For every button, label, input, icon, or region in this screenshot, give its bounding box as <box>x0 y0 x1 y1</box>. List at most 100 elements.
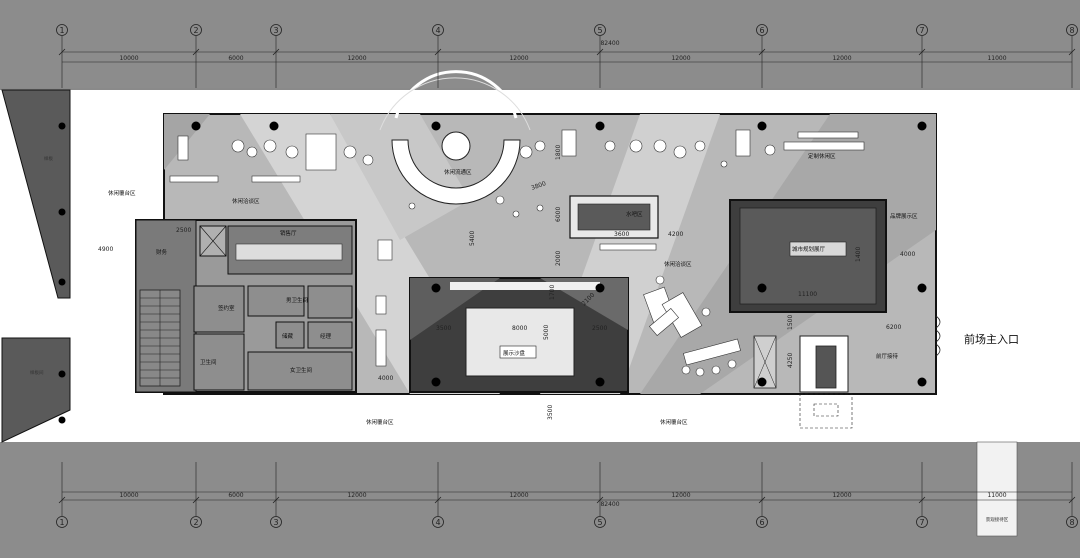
dim-text: 1700 <box>549 285 556 300</box>
dim-text: 11100 <box>798 291 817 298</box>
axis-bubble-top <box>756 24 768 36</box>
dim-tick <box>192 48 200 56</box>
room-label: 经理 <box>320 332 332 340</box>
dim-tick <box>434 48 442 56</box>
room-label: 男卫生间 <box>286 296 308 304</box>
dim-tick <box>596 48 604 56</box>
mens-room <box>247 285 305 317</box>
axis-bubble-bottom <box>1066 516 1078 528</box>
left-block-bottom-label: 样板间 <box>30 369 44 376</box>
room-label: 储藏 <box>282 332 294 340</box>
dim-text: 3500 <box>547 405 554 420</box>
room-label: 财务 <box>156 248 168 256</box>
dim-text: 2000 <box>555 251 562 266</box>
column <box>58 122 66 130</box>
axis-label-top: 6 <box>759 26 764 35</box>
axis-bubble-top <box>432 24 444 36</box>
dim-tick <box>58 48 66 56</box>
axis-bubble-top <box>916 24 928 36</box>
dim-text: 4000 <box>900 251 915 258</box>
axis-label-bottom: 4 <box>435 518 440 527</box>
inner-dimensions: 2500 4900 4000 8000 3500 5000 1700 2100 … <box>98 145 915 420</box>
room-label: 前厅接待 <box>876 352 899 360</box>
dim-tick <box>758 496 766 504</box>
axis-label-top: 3 <box>273 26 278 35</box>
column <box>58 370 66 378</box>
dim-tick <box>272 496 280 504</box>
top-dimension: 12000 <box>347 55 366 62</box>
room-label: 城市规划展厅 <box>792 245 826 253</box>
column <box>58 416 66 424</box>
axis-bubble-bottom <box>190 516 202 528</box>
dim-text: 4200 <box>668 231 683 238</box>
room-label: 水吧区 <box>626 210 643 218</box>
room-label: 签约室 <box>218 304 235 312</box>
light-wedge <box>410 278 500 340</box>
footnote-label: 景观接待区 <box>986 516 1009 523</box>
entrance-label: 前场主入口 <box>964 332 1019 346</box>
dim-text: 4900 <box>98 246 113 253</box>
screen-wall <box>450 282 600 290</box>
stairs <box>139 289 181 387</box>
axis-bubble-top <box>270 24 282 36</box>
dim-text: 5000 <box>543 325 550 340</box>
axis-bubble-bottom <box>432 516 444 528</box>
bottom-dimension: 12000 <box>671 492 690 499</box>
axis-bubble-bottom <box>916 516 928 528</box>
reception-desk <box>753 335 853 429</box>
dim-text: 1800 <box>555 145 562 160</box>
dim-text: 8000 <box>512 325 527 332</box>
room-label: 休闲覆台区 <box>660 418 688 426</box>
room-label: 休闲覆台区 <box>366 418 394 426</box>
entrance-door <box>935 315 941 357</box>
bottom-dimension: 12000 <box>509 492 528 499</box>
room-label: 卫生间 <box>200 358 217 366</box>
dim-text: 6000 <box>555 207 562 222</box>
dim-text: 1500 <box>787 315 794 330</box>
dim-text: 5400 <box>469 231 476 246</box>
top-total-dimension: 82400 <box>600 40 619 47</box>
bottom-dimension: 6000 <box>228 492 243 499</box>
dim-tick <box>1068 496 1076 504</box>
axis-bubble-top <box>190 24 202 36</box>
entrance-pathway <box>976 441 1018 537</box>
left-block-top-label: 样板 <box>44 155 53 162</box>
axis-label-bottom: 8 <box>1069 518 1074 527</box>
axis-bubble-top <box>56 24 68 36</box>
left-block-bottom <box>1 337 71 443</box>
top-dimension: 6000 <box>228 55 243 62</box>
dim-tick <box>918 48 926 56</box>
top-dimension: 12000 <box>509 55 528 62</box>
axis-label-top: 5 <box>597 26 602 35</box>
axis-label-bottom: 2 <box>193 518 198 527</box>
dim-tick <box>918 496 926 504</box>
dimension-lines <box>62 51 1072 501</box>
room-labels: 休闲覆台区 休闲洽谈区 休闲流通区 定制休闲区 水吧区 品牌展示区 城市规划展厅… <box>108 152 918 426</box>
bottom-dimension: 11000 <box>987 492 1006 499</box>
axis-label-bottom: 1 <box>59 518 64 527</box>
axis-label-top: 4 <box>435 26 440 35</box>
light-wedge <box>540 278 628 330</box>
axis-label-bottom: 5 <box>597 518 602 527</box>
office-desk <box>235 243 343 261</box>
room-label: 展示沙盘 <box>503 349 526 357</box>
top-dimension: 12000 <box>832 55 851 62</box>
top-dimension-band <box>0 0 1080 88</box>
axis-bubble-bottom <box>756 516 768 528</box>
dim-text: 3800 <box>530 180 547 192</box>
dim-text: 3600 <box>614 231 629 238</box>
dim-text: 3500 <box>436 325 451 332</box>
axis-label-bottom: 6 <box>759 518 764 527</box>
room-label: 定制休闲区 <box>808 152 836 160</box>
dim-tick <box>58 496 66 504</box>
dim-tick <box>272 48 280 56</box>
finance-room <box>307 285 353 319</box>
building-columns <box>191 121 927 387</box>
room-label: 休闲洽谈区 <box>232 197 260 205</box>
room-label: 休闲覆台区 <box>108 189 136 197</box>
dim-text: 4250 <box>787 353 794 368</box>
dim-tick <box>758 48 766 56</box>
dim-tick <box>434 496 442 504</box>
